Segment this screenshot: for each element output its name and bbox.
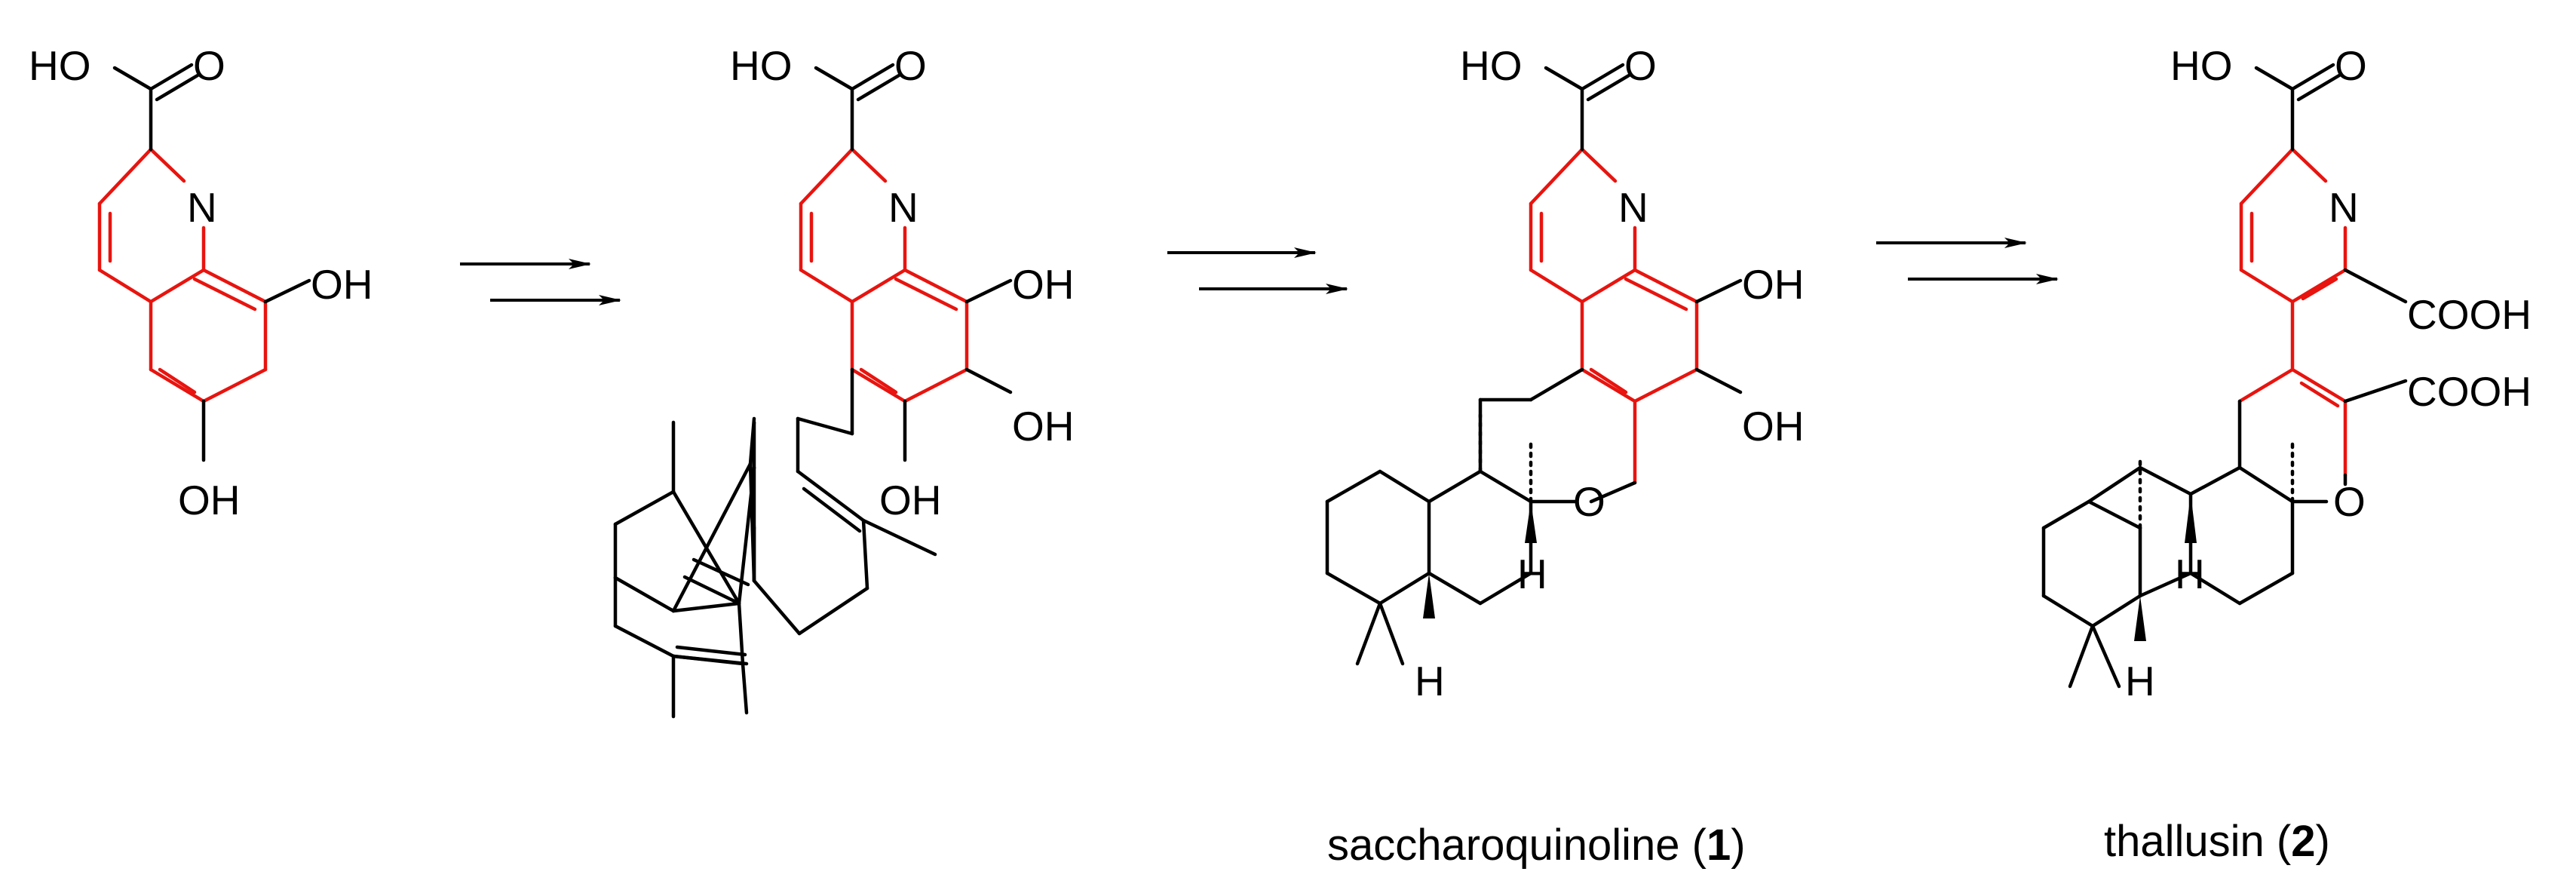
atom-n: N — [2329, 184, 2359, 231]
atom-oh: OH — [1742, 261, 1805, 308]
atom-oh: OH — [1012, 403, 1075, 450]
compound-b-prenylated-quinoline: HO O N OH OH OH — [613, 42, 1075, 719]
reaction-arrow-3 — [1876, 238, 2059, 284]
compound-c-substituent-bonds — [1544, 63, 1743, 394]
compound-b-substituent-bonds — [814, 63, 1013, 462]
caption-close-paren: ) — [2316, 817, 2330, 866]
caption-name: saccharoquinoline — [1327, 821, 1680, 870]
atom-ho: HO — [730, 42, 793, 89]
atom-cooh: COOH — [2407, 368, 2532, 415]
atom-oh: OH — [311, 261, 373, 308]
atom-oh: OH — [879, 477, 942, 523]
compound-c-stereo-bonds — [1423, 413, 1537, 618]
atom-n: N — [1618, 184, 1648, 231]
atom-ho: HO — [1460, 42, 1523, 89]
atom-o: O — [2333, 478, 2366, 525]
atom-cooh: COOH — [2407, 291, 2532, 338]
caption-saccharoquinoline: saccharoquinoline (1) — [1327, 821, 1746, 870]
atom-oh: OH — [1012, 261, 1075, 308]
compound-b-farnesyl-chain — [613, 367, 937, 719]
atom-h: H — [1415, 658, 1445, 704]
atom-o: O — [1573, 478, 1605, 525]
caption-open-paren: ( — [1680, 821, 1707, 870]
caption-name: thallusin — [2104, 817, 2265, 866]
compound-c-saccharoquinoline: HO O N OH OH O H H saccharoquinoline (1) — [1325, 42, 1805, 870]
compound-c-quinoline-core — [1529, 147, 1699, 485]
compound-a-substituent-bonds — [112, 63, 311, 462]
atom-n: N — [187, 184, 217, 231]
caption-compound-number: 1 — [1707, 821, 1731, 870]
compound-b-quinoline-core — [799, 147, 969, 404]
compound-d-substituent-bonds — [2254, 63, 2408, 404]
atom-n: N — [888, 184, 918, 231]
compound-a-starting-quinoline: HO O N OH OH — [29, 42, 373, 523]
caption-thallusin: thallusin (2) — [2104, 817, 2330, 866]
compound-d-decalin-pyran-rings — [2041, 399, 2348, 689]
atom-h: H — [2125, 658, 2155, 704]
atom-o: O — [2335, 42, 2367, 89]
compound-d-pyridine-and-dihydropyran — [2237, 147, 2348, 477]
atom-ho: HO — [29, 42, 91, 89]
atom-ho: HO — [2170, 42, 2233, 89]
atom-oh: OH — [1742, 403, 1805, 450]
atom-h: H — [2175, 551, 2205, 597]
atom-h: H — [1517, 551, 1547, 597]
atom-oh: OH — [178, 477, 241, 523]
caption-open-paren: ( — [2265, 817, 2291, 866]
compound-d-thallusin: HO O N COOH COOH O H H thallusin (2) — [2041, 42, 2532, 866]
caption-compound-number: 2 — [2291, 817, 2315, 866]
compound-d-stereo-bonds — [2134, 439, 2295, 641]
caption-close-paren: ) — [1731, 821, 1745, 870]
atom-o: O — [894, 42, 927, 89]
atom-o: O — [1624, 42, 1657, 89]
compound-a-quinoline-core — [97, 147, 268, 404]
reaction-arrow-1 — [460, 259, 621, 305]
atom-o: O — [193, 42, 225, 89]
compound-c-decalin-pyran-rings — [1325, 367, 1637, 666]
reaction-arrow-2 — [1167, 247, 1348, 294]
